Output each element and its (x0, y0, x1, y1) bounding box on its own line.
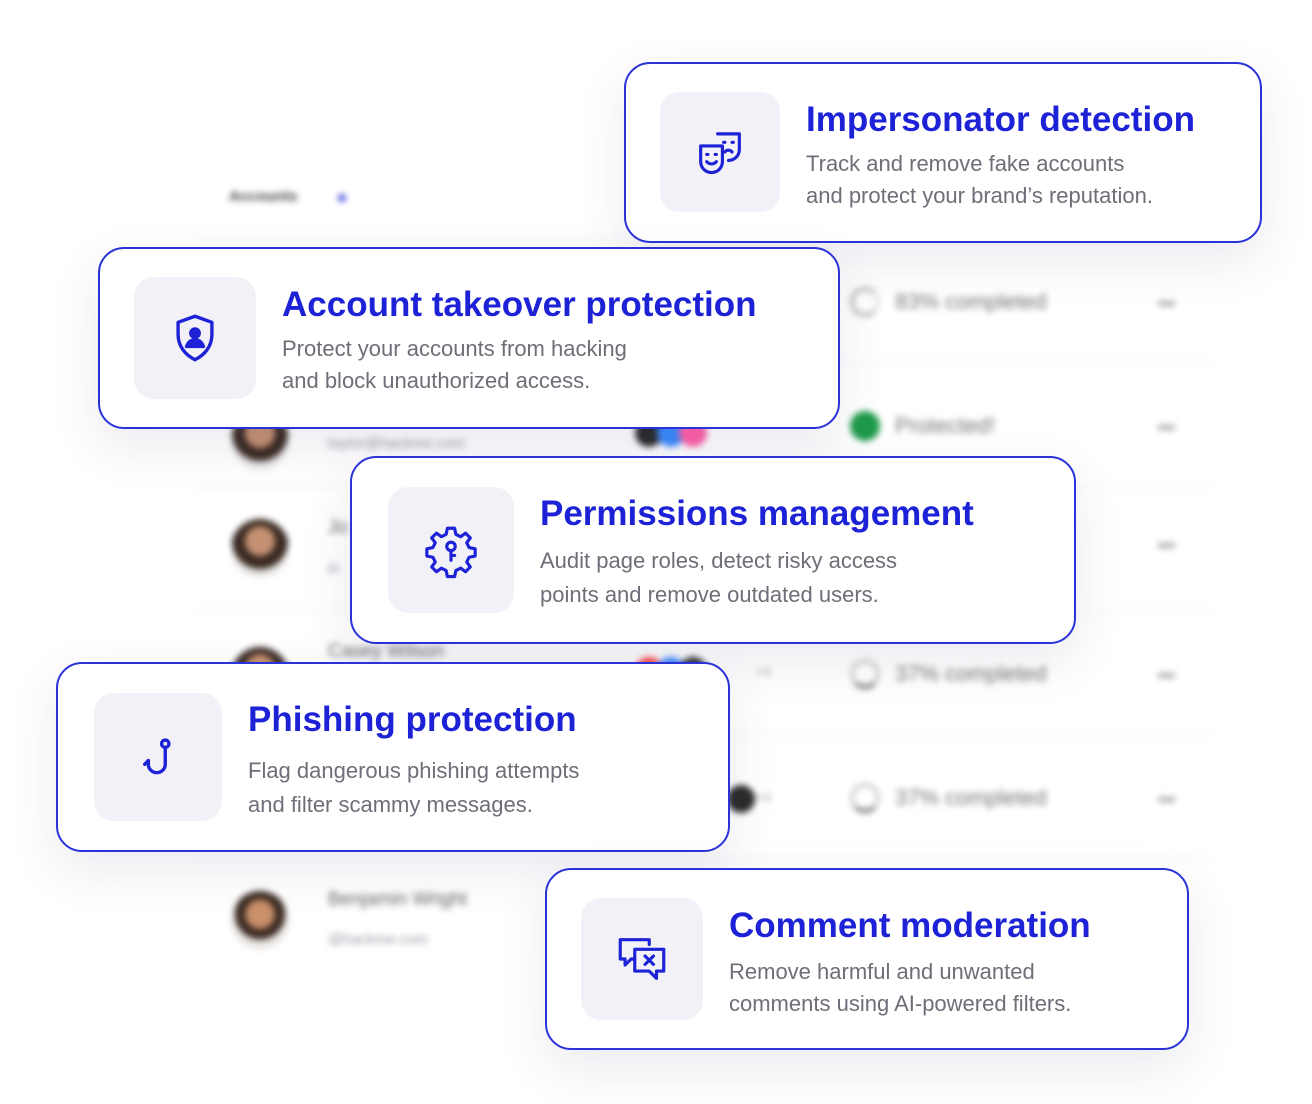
card-description-line: and protect your brand’s reputation. (806, 183, 1153, 208)
card-title: Account takeover protection (282, 285, 757, 324)
sort-indicator-icon (338, 194, 346, 202)
card-description-line: Remove harmful and unwanted (729, 959, 1035, 984)
row-status: Protected! (895, 413, 996, 438)
card-description-line: Track and remove fake accounts (806, 151, 1125, 176)
row-status: 83% completed (895, 289, 1047, 314)
row-name: Benjamin Wright (328, 889, 468, 910)
more-options-icon: ••• (1157, 415, 1176, 440)
progress-icon (850, 659, 880, 689)
comment-remove-icon (618, 938, 666, 980)
row-status: 37% completed (895, 785, 1047, 810)
table-row: Benjamin Wright @hackme.com (195, 858, 1215, 983)
icon-container (581, 898, 703, 1020)
phishing-protection-card[interactable]: Phishing protection Flag dangerous phish… (56, 662, 730, 852)
card-description: Track and remove fake accounts and prote… (806, 148, 1246, 212)
row-name: Casey Wilson (328, 641, 445, 662)
progress-icon (850, 287, 880, 317)
icon-container (94, 693, 222, 821)
card-description-line: points and remove outdated users. (540, 582, 879, 607)
card-title: Impersonator detection (806, 100, 1195, 139)
impersonator-detection-card[interactable]: Impersonator detection Track and remove … (624, 62, 1262, 243)
card-title: Phishing protection (248, 700, 577, 739)
more-options-icon: ••• (1157, 663, 1176, 688)
accounts-column-header: Accounts (229, 188, 298, 205)
more-options-icon: ••• (1157, 533, 1176, 558)
avatar-overflow-count: +4 (755, 663, 771, 679)
icon-container (388, 487, 514, 613)
icon-container (134, 277, 256, 399)
card-title: Permissions management (540, 494, 974, 533)
row-email: @hackme.com (328, 931, 429, 948)
card-description: Flag dangerous phishing attempts and fil… (248, 754, 688, 822)
row-status: 37% completed (895, 661, 1047, 686)
avatar (231, 891, 289, 949)
card-description-line: Flag dangerous phishing attempts (248, 758, 580, 783)
card-description-line: and filter scammy messages. (248, 792, 533, 817)
card-description: Protect your accounts from hacking and b… (282, 333, 722, 397)
card-description: Audit page roles, detect risky access po… (540, 544, 980, 612)
card-description: Remove harmful and unwanted comments usi… (729, 956, 1169, 1020)
row-name: Jo (328, 517, 349, 538)
check-circle-icon (850, 411, 880, 441)
icon-container (660, 92, 780, 212)
card-title: Comment moderation (729, 906, 1091, 945)
card-description-line: and block unauthorized access. (282, 368, 591, 393)
card-description-line: comments using AI-powered filters. (729, 991, 1072, 1016)
comment-moderation-card[interactable]: Comment moderation Remove harmful and un… (545, 868, 1189, 1050)
row-email: jo (328, 559, 340, 576)
avatar-overflow-count: +4 (755, 789, 771, 805)
avatar-stack (635, 785, 755, 813)
row-email: taylor@hackme.com (328, 435, 465, 452)
fishing-hook-icon (143, 738, 171, 775)
gear-key-icon (425, 526, 477, 579)
avatar (231, 519, 289, 577)
theater-masks-icon (699, 132, 741, 175)
more-options-icon: ••• (1157, 787, 1176, 812)
permissions-management-card[interactable]: Permissions management Audit page roles,… (350, 456, 1076, 644)
account-takeover-protection-card[interactable]: Account takeover protection Protect your… (98, 247, 840, 429)
card-description-line: Audit page roles, detect risky access (540, 548, 898, 573)
shield-user-icon (176, 314, 214, 362)
card-description-line: Protect your accounts from hacking (282, 336, 627, 361)
avatar (727, 785, 755, 813)
progress-icon (850, 783, 880, 813)
more-options-icon: ••• (1157, 291, 1176, 316)
